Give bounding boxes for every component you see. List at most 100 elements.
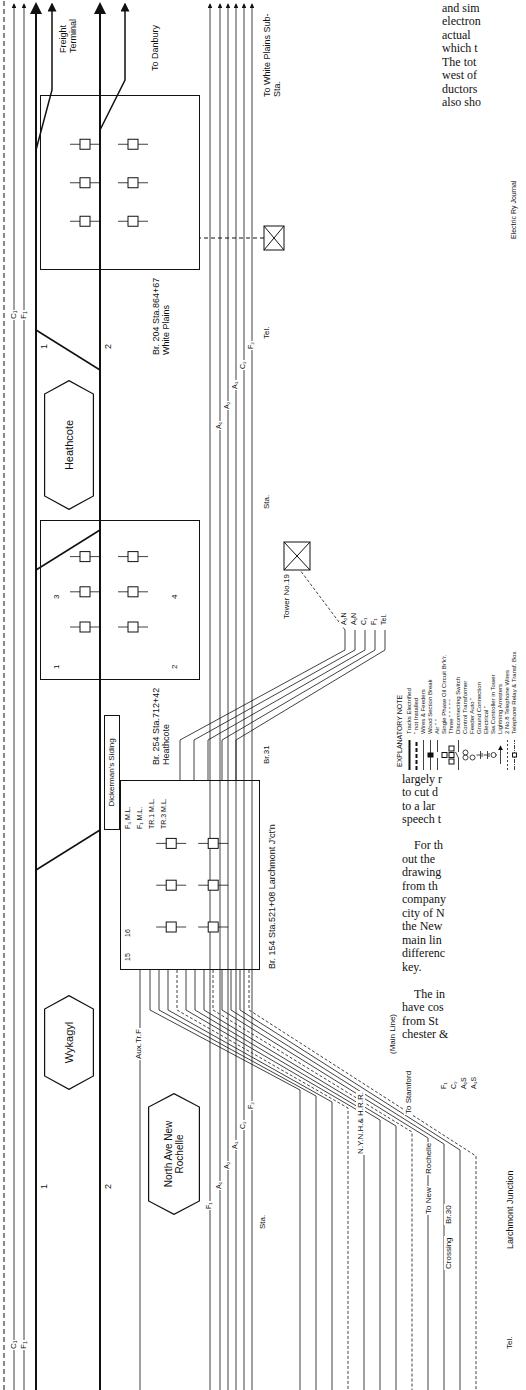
legend-sample bbox=[449, 753, 454, 758]
tower-wire bbox=[236, 630, 385, 780]
plan-label: F₁ bbox=[440, 1081, 448, 1090]
oil-circuit-breaker bbox=[208, 838, 218, 848]
plan-label: F₃ M.L. bbox=[124, 805, 132, 830]
legend-sample bbox=[477, 755, 481, 756]
tower-wire bbox=[222, 630, 375, 780]
article-text: The tot bbox=[442, 56, 476, 69]
plan-label: Sta. bbox=[262, 494, 271, 510]
oil-circuit-breaker bbox=[166, 880, 176, 890]
legend-text: 2 No.8 Telephone Wires bbox=[504, 670, 511, 734]
plan-label: A₃ bbox=[231, 1140, 239, 1150]
plan-label: Crossing bbox=[444, 1236, 453, 1270]
wire bbox=[14, 4, 15, 1390]
line-not-installed bbox=[4, 0, 5, 1390]
plan-label: 1 bbox=[39, 343, 49, 350]
tower-wire bbox=[208, 630, 365, 780]
freight-track bbox=[36, 4, 52, 150]
legend-text: Telephone Relay & Transf. Box bbox=[511, 652, 518, 734]
plan-label: A₁N bbox=[350, 612, 358, 626]
article-text: key. bbox=[402, 961, 422, 974]
station-platform: Heathcote bbox=[44, 380, 94, 510]
tower-box-cross bbox=[284, 542, 310, 570]
legend-text: Sw.Controller in Tower bbox=[490, 674, 497, 734]
article-text: from St bbox=[402, 1015, 438, 1028]
legend-sample bbox=[489, 753, 490, 757]
plan-label: F₂ bbox=[247, 1101, 255, 1110]
legend-sample bbox=[423, 740, 424, 770]
article-text: also sho bbox=[442, 96, 481, 109]
plan-label: A₂ bbox=[223, 1161, 231, 1170]
junction-wire bbox=[177, 970, 348, 1390]
legend-text: Air " " bbox=[434, 719, 441, 734]
plan-label: F₁ bbox=[370, 617, 378, 626]
article-text: largely r bbox=[402, 773, 442, 786]
legend-text: Three " " " " " bbox=[448, 699, 455, 734]
plan-label: C₂ bbox=[239, 1120, 247, 1130]
oil-circuit-breaker bbox=[166, 922, 176, 932]
station-platform: Wykagyl bbox=[44, 995, 94, 1090]
plan-label: Aux.Tr.F bbox=[134, 1028, 143, 1060]
plan-label: Br.31 bbox=[262, 744, 271, 765]
plan-label: 4 bbox=[170, 594, 179, 600]
plan-label: Freight Terminal bbox=[58, 6, 79, 54]
plan-label: Tel. bbox=[380, 613, 388, 626]
legend-sample bbox=[487, 751, 488, 759]
legend-sample bbox=[470, 755, 475, 760]
plan-label: A₁ bbox=[215, 421, 223, 430]
tower-box-cross bbox=[284, 542, 310, 570]
article-text: electron bbox=[442, 15, 481, 28]
junction-wire bbox=[222, 970, 428, 1390]
station-platform: North Ave New Rochelle bbox=[148, 1093, 200, 1215]
plan-label: To White Plains Sub-Sta. bbox=[262, 4, 283, 98]
plan-label: Rochelle bbox=[424, 1142, 433, 1175]
junction-wire bbox=[186, 970, 364, 1390]
article-text: chester & bbox=[402, 1028, 448, 1041]
junction-wire bbox=[249, 970, 476, 1390]
article-text: actual bbox=[442, 29, 471, 42]
tower-box bbox=[284, 542, 310, 570]
plan-label: 1 bbox=[39, 1183, 49, 1190]
crossover bbox=[36, 530, 100, 570]
plan-label: 15 bbox=[124, 952, 132, 962]
article-text: the New bbox=[402, 920, 442, 933]
tower-wire bbox=[194, 630, 355, 780]
legend-sample bbox=[463, 750, 468, 755]
sub-station-box-cross bbox=[264, 226, 284, 250]
plan-label: 3 bbox=[52, 594, 61, 600]
article-text: have cos bbox=[402, 1001, 444, 1014]
legend-sample bbox=[513, 753, 517, 757]
article-text: ductors bbox=[442, 83, 477, 96]
oil-circuit-breaker bbox=[208, 922, 218, 932]
legend-text: Wood Section Break bbox=[427, 679, 434, 734]
plan-label: A₃S bbox=[470, 1076, 478, 1090]
plan-label: A₃ bbox=[231, 380, 239, 390]
siding-box: Dickerman's Siding bbox=[104, 715, 120, 830]
feeder bbox=[228, 4, 229, 1390]
legend-text: " not Installed bbox=[413, 698, 420, 734]
crossover bbox=[36, 830, 100, 870]
article-text: to cut d bbox=[402, 786, 438, 799]
legend-sample bbox=[484, 755, 488, 756]
plan-label: 1 bbox=[52, 664, 61, 670]
oil-circuit-breaker bbox=[128, 139, 138, 149]
plan-label: Tel. bbox=[262, 326, 271, 340]
legend-sample bbox=[428, 753, 433, 757]
article-text: out the bbox=[402, 853, 435, 866]
plan-label: TR.1 M.L. bbox=[148, 797, 156, 830]
sub-station-box bbox=[264, 226, 284, 250]
legend-text: Feeder Auto " bbox=[469, 698, 476, 735]
legend-sample bbox=[500, 746, 501, 764]
legend-sample bbox=[480, 751, 481, 759]
article-text: company bbox=[402, 893, 446, 906]
plan-label: 2 bbox=[103, 343, 113, 350]
station-caption: Br. 154 Sta.521+08 Larchmont J'ct'n bbox=[267, 819, 277, 969]
track bbox=[35, 4, 37, 1390]
article-text: drawing bbox=[402, 866, 441, 879]
legend-sample bbox=[507, 740, 508, 770]
plan-label: To Stamford bbox=[404, 1070, 413, 1115]
sub-station-link bbox=[200, 238, 264, 239]
danbury-track bbox=[100, 4, 125, 130]
legend-sample bbox=[458, 740, 459, 752]
plan-label: TR.3 M.L. bbox=[160, 797, 168, 830]
plan-label: F₁ bbox=[19, 310, 28, 320]
